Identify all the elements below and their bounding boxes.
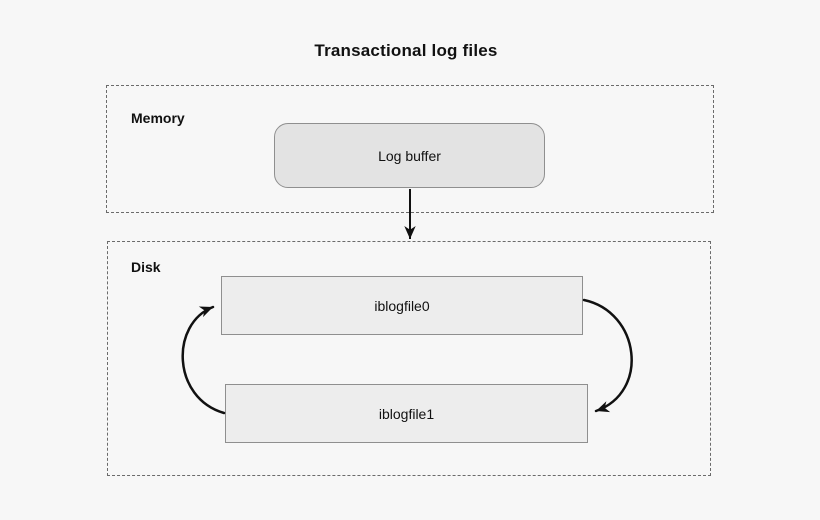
iblogfile1-label: iblogfile1 [378,405,435,422]
page-title: Transactional log files [314,41,498,60]
iblogfile0-label: iblogfile0 [374,297,430,314]
disk-region: Disk [107,241,711,476]
iblogfile1-node: iblogfile1 [225,384,588,443]
memory-region-label: Memory [131,110,185,126]
disk-region-label: Disk [131,259,161,275]
log-buffer-label: Log buffer [378,147,441,164]
iblogfile0-node: iblogfile0 [221,276,583,335]
log-buffer-node: Log buffer [274,123,545,188]
